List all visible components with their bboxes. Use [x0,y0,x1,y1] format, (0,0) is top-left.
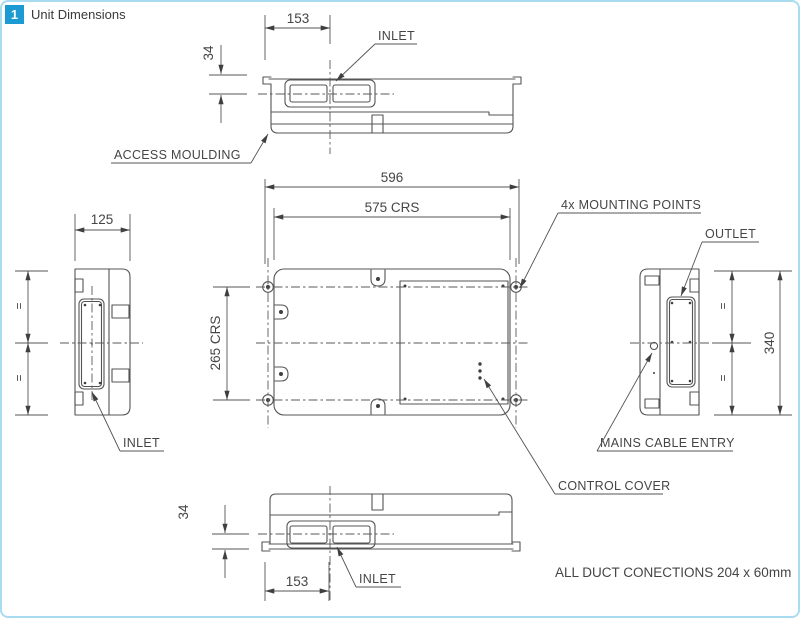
cable-knockout [478,362,482,366]
plan-view: 596 575 CRS 265 CRS 4x MOUNTING POINTS C… [208,170,701,495]
bottom-view-duct-right [332,525,371,544]
label-inlet-left: INLET [123,436,160,450]
dim-575-crs: 575 CRS [365,200,420,215]
duct-connections-note: ALL DUCT CONECTIONS 204 x 60mm [555,565,791,580]
left-side-view: 125 = = INLET [12,212,164,452]
bottom-view: 34 153 INLET [176,486,521,602]
dim-596: 596 [381,170,404,185]
dim-265-crs: 265 CRS [208,316,223,371]
bottom-view-left-tab [261,541,271,552]
bottom-view-right-tab [511,541,521,552]
dim-153-top: 153 [287,11,310,26]
top-view: 153 34 INLET ACCESS MOULDING [111,11,522,164]
label-mounting-points: 4x MOUNTING POINTS [561,198,701,212]
label-inlet-bottom: INLET [359,572,396,586]
edge-fixing [274,366,289,382]
top-view-duct-right [332,84,371,103]
dim-34-top: 34 [201,45,216,61]
right-side-view: = = 340 OUTLET MAINS CABLE ENTRY [596,227,792,452]
top-view-duct-left [289,84,328,103]
right-view-body [639,268,700,416]
top-view-body [270,83,514,134]
dim-125: 125 [91,212,114,227]
dim-34-bottom: 34 [176,504,191,520]
edge-fixing [274,304,289,320]
equal-spacing-mark: = [716,302,730,309]
bottom-view-duct-left [289,525,328,544]
left-view-body [74,268,131,416]
control-cover [399,280,509,405]
equal-spacing-mark: = [12,374,26,381]
cable-knockout [478,376,482,380]
edge-fixing [370,398,386,415]
plan-body [273,268,511,416]
label-mains-cable-entry: MAINS CABLE ENTRY [600,436,735,450]
label-outlet: OUTLET [705,227,756,241]
bottom-view-duct-outer [286,520,376,549]
label-access-moulding: ACCESS MOULDING [114,148,241,162]
equal-spacing-mark: = [12,302,26,309]
top-view-left-tab [262,76,272,85]
label-inlet-top: INLET [378,29,415,43]
cable-knockout [478,369,482,373]
bottom-view-body [269,493,513,545]
dim-153-bottom: 153 [286,574,309,589]
outlet-spigot [666,296,696,388]
figure-header: 1 Unit Dimensions [5,5,126,24]
top-view-right-tab [512,76,522,85]
dim-340: 340 [762,332,777,355]
top-view-clip [371,114,384,134]
figure-number-badge: 1 [5,5,24,24]
inlet-spigot [78,298,105,390]
label-control-cover: CONTROL COVER [558,479,670,493]
equal-spacing-mark: = [716,374,730,381]
mains-cable-entry-hole [649,341,659,351]
access-moulding-edge [270,111,514,116]
bottom-view-clip [371,493,384,511]
edge-fixing [370,269,386,287]
figure-title: Unit Dimensions [31,7,126,22]
